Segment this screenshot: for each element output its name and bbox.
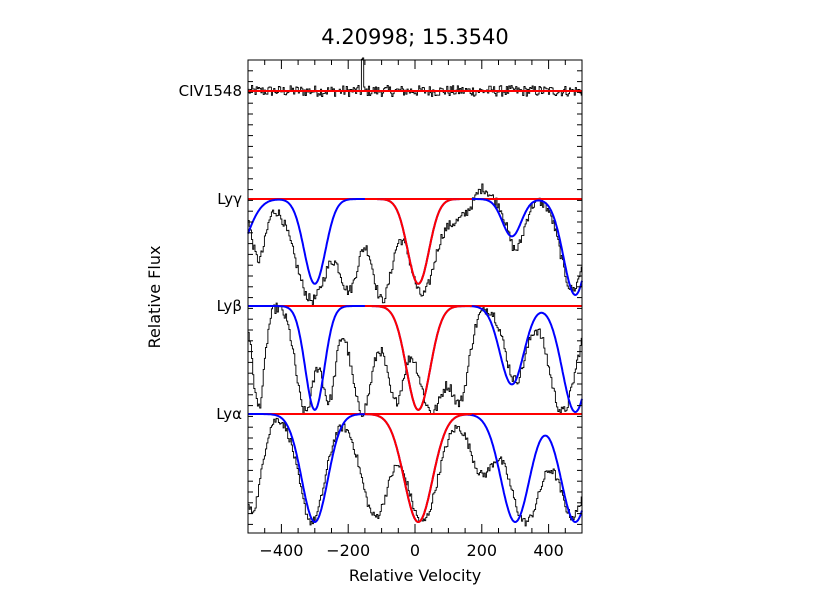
x-tick-label: −400 (259, 541, 303, 560)
x-tick-label: −200 (326, 541, 370, 560)
data-histogram (248, 183, 582, 305)
chart-title: 4.20998; 15.3540 (321, 25, 508, 49)
x-tick-label: 400 (533, 541, 564, 560)
component-fit-curve (364, 198, 472, 285)
component-fit-curve (364, 413, 472, 524)
data-histogram (248, 417, 582, 527)
panel-label: Lyγ (217, 190, 242, 208)
panel-3 (248, 413, 583, 527)
plot-frame (247, 59, 583, 534)
x-axis-label: Relative Velocity (349, 566, 481, 585)
panel-label: Lyβ (217, 297, 242, 315)
x-tick-label: 0 (410, 541, 420, 560)
panel-label: CIV1548 (179, 82, 242, 100)
panel-1 (247, 183, 583, 305)
data-histogram (248, 57, 582, 97)
component-fit-curve (364, 305, 472, 411)
panels-group (247, 57, 583, 527)
total-fit-curve (248, 305, 583, 414)
panel-0 (248, 57, 582, 97)
total-fit-curve (248, 413, 583, 524)
x-tick-labels: −400 −200 0 200 400 (259, 541, 563, 560)
data-histogram (248, 302, 582, 417)
panel-label: Lyα (216, 405, 242, 423)
panel-2 (248, 302, 583, 417)
y-axis-label: Relative Flux (145, 246, 164, 349)
x-tick-label: 200 (467, 541, 498, 560)
